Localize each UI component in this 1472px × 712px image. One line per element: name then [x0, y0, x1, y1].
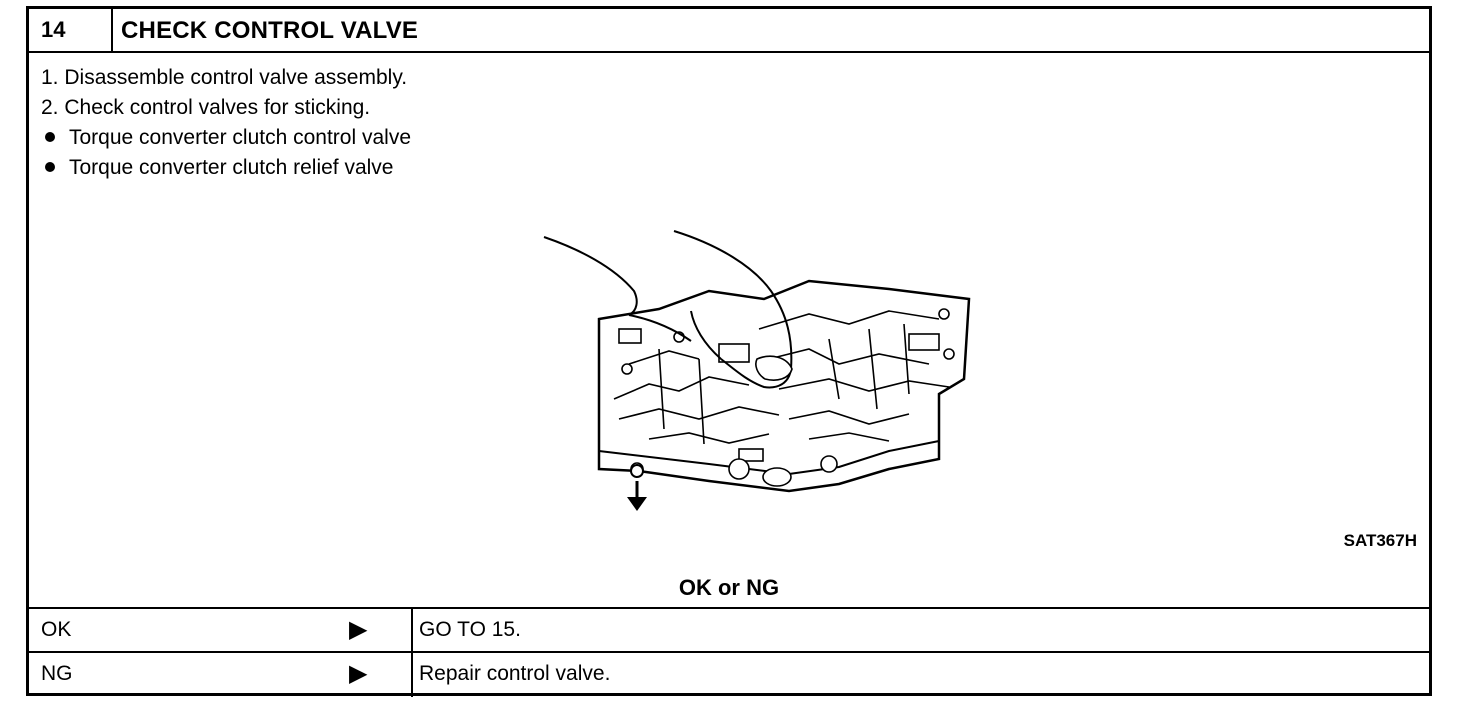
column-divider [411, 609, 413, 653]
bullet-icon [45, 132, 55, 143]
bullet-text: Torque converter clutch relief valve [69, 156, 394, 179]
figure-code: SAT367H [1343, 531, 1417, 550]
ok-ng-prompt: OK or NG [678, 575, 780, 600]
arrow-right-icon: ▶ [349, 660, 368, 687]
result-row-ng: NG ▶ Repair control valve. [29, 651, 1429, 697]
instruction-number: 1. [41, 66, 59, 89]
instruction-item: 1. Disassemble control valve assembly. [41, 63, 411, 93]
bullet-text: Torque converter clutch control valve [69, 126, 411, 149]
result-label: OK [41, 618, 72, 641]
result-action: GO TO 15. [419, 618, 521, 641]
bullet-item: Torque converter clutch relief valve [41, 153, 411, 183]
step-title: CHECK CONTROL VALVE [121, 17, 419, 44]
instruction-number: 2. [41, 96, 59, 119]
instruction-text: Check control valves for sticking. [64, 96, 371, 119]
control-valve-illustration [543, 230, 971, 511]
instruction-item: 2. Check control valves for sticking. [41, 93, 411, 123]
bullet-icon [45, 162, 55, 173]
procedure-table: 14 CHECK CONTROL VALVE 1. Disassemble co… [26, 6, 1432, 697]
result-label: NG [41, 662, 73, 685]
column-divider [411, 653, 413, 697]
instruction-list: 1. Disassemble control valve assembly. 2… [41, 63, 411, 183]
step-number: 14 [29, 9, 113, 51]
result-row-ok: OK ▶ GO TO 15. [29, 607, 1429, 653]
result-action: Repair control valve. [419, 662, 611, 685]
arrow-right-icon: ▶ [349, 616, 368, 643]
step-header: 14 CHECK CONTROL VALVE [29, 9, 1429, 53]
instruction-text: Disassemble control valve assembly. [64, 66, 408, 89]
bullet-item: Torque converter clutch control valve [41, 123, 411, 153]
